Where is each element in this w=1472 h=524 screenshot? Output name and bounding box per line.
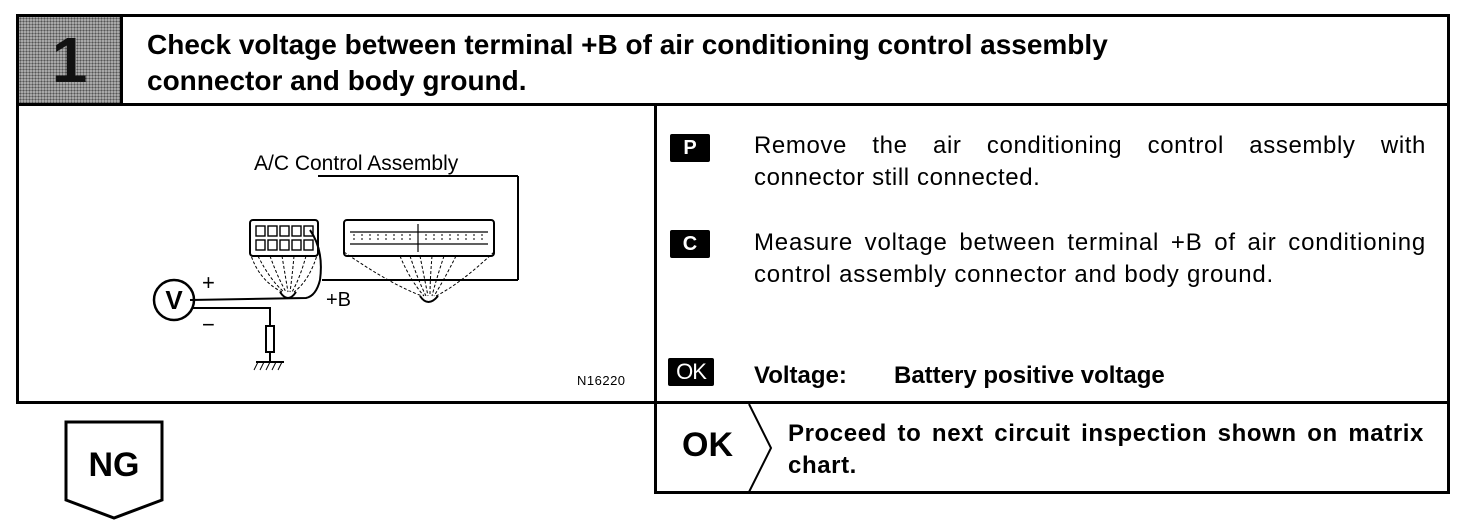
ok-spec-badge: OK [668, 358, 714, 386]
step-header: 1 Check voltage between terminal +B of a… [16, 14, 1450, 106]
prepare-step-text: Remove the air conditioning control asse… [754, 132, 1426, 191]
wiring-diagram: A/C Control Assembly V + − +B [152, 152, 519, 371]
plus-sign: + [202, 270, 215, 295]
ok-result-box [654, 404, 1450, 494]
positive-probe-lead [189, 229, 322, 301]
step-title-line-2: connector and body ground. [147, 65, 527, 96]
check-badge: C [670, 230, 710, 258]
ng-arrow-icon [64, 420, 164, 520]
check-step-text: Measure voltage between terminal +B of a… [754, 229, 1426, 288]
prepare-badge: P [670, 134, 710, 162]
voltmeter-symbol: V [165, 285, 183, 315]
ok-result-label: OK [682, 426, 733, 464]
step-title: Check voltage between terminal +B of air… [147, 27, 1437, 99]
connector-right [343, 219, 495, 257]
assembly-label: A/C Control Assembly [254, 152, 459, 175]
step-number: 1 [51, 24, 88, 96]
ok-spec: Voltage: Battery positive voltage [754, 362, 1165, 390]
probe-tip [265, 325, 275, 353]
voltmeter [152, 278, 196, 322]
figure-id: N16220 [577, 373, 626, 388]
minus-sign: − [202, 312, 215, 337]
right-harness [419, 295, 439, 303]
step-title-line-1: Check voltage between terminal +B of air… [147, 29, 1108, 60]
left-harness [279, 291, 297, 299]
chevron-right-icon [748, 404, 773, 492]
ng-label: NG [88, 446, 140, 484]
column-divider [654, 106, 657, 494]
procedure-body [16, 106, 1450, 404]
step-number-cell [19, 17, 123, 103]
spec-value: Battery positive voltage [894, 362, 1165, 389]
connector-left [249, 219, 319, 257]
spec-label: Voltage: [754, 362, 847, 389]
terminal-label: +B [326, 289, 351, 311]
negative-probe-lead [192, 307, 271, 326]
ok-result-text: Proceed to next circuit inspection shown… [788, 420, 1424, 479]
